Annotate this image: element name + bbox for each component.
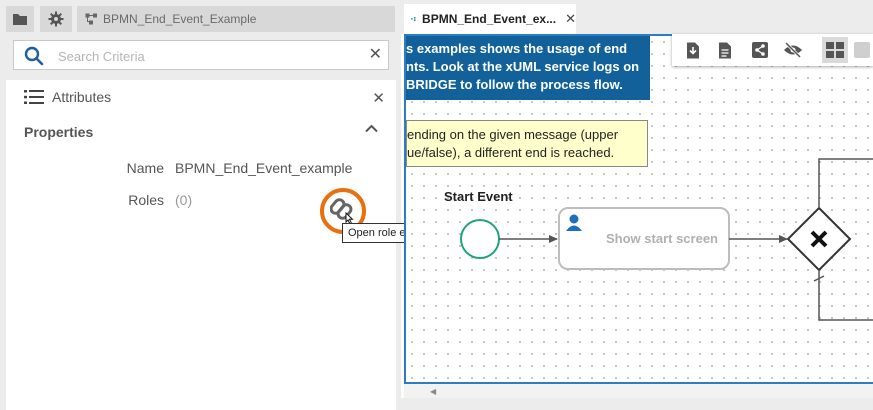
- tab-bpmn-end-event[interactable]: BPMN_End_Event_ex... ✕: [404, 4, 576, 34]
- note-yellow-line: ending on the given message (upper: [407, 127, 619, 142]
- search-input[interactable]: [58, 46, 358, 66]
- properties-section-title[interactable]: Properties: [24, 124, 94, 140]
- search-box: ✕: [13, 40, 389, 70]
- attributes-panel: Attributes ✕ Properties Name BPMN_End_Ev…: [6, 80, 396, 410]
- download-icon: [687, 42, 699, 58]
- roles-label: Roles: [128, 192, 164, 208]
- name-label: Name: [126, 160, 164, 176]
- folder-button[interactable]: [6, 6, 34, 32]
- gateway-x-icon: [810, 230, 828, 248]
- gear-icon: [48, 11, 64, 27]
- bottom-strip: [401, 398, 873, 410]
- close-tab-icon[interactable]: ✕: [565, 11, 576, 26]
- layout-icon: [826, 42, 844, 58]
- tab-label: BPMN_End_Event_ex...: [422, 12, 557, 26]
- note-yellow-line: ue/false), a different end is reached.: [407, 145, 615, 160]
- process-icon: [411, 17, 416, 21]
- left-panel: BPMN_End_Event_Example ✕ Attributes ✕ Pr…: [0, 0, 433, 410]
- hide-button[interactable]: [780, 37, 806, 63]
- default-flow-marker: [813, 275, 825, 282]
- horizontal-scrollbar[interactable]: ◀: [404, 384, 873, 398]
- attributes-title: Attributes: [52, 89, 112, 105]
- clear-search-icon[interactable]: ✕: [368, 46, 382, 63]
- project-breadcrumb[interactable]: BPMN_End_Event_Example: [77, 6, 395, 32]
- settings-button[interactable]: [40, 6, 72, 32]
- hide-icon: [784, 42, 802, 58]
- note-blue-line: nts. Look at the xUML service logs on: [406, 59, 640, 74]
- left-toolbar: BPMN_End_Event_Example: [0, 0, 401, 38]
- document-button[interactable]: [712, 37, 738, 63]
- close-attributes-icon[interactable]: ✕: [372, 90, 385, 107]
- more-icon: [854, 42, 870, 58]
- annotation-note-blue[interactable]: s examples shows the usage of end nts. L…: [406, 36, 650, 100]
- task-label: Show start screen: [606, 231, 718, 246]
- bpmn-diagram: [460, 158, 873, 321]
- editor-toolbar: [672, 34, 873, 66]
- roles-value: (0): [175, 192, 193, 208]
- share-icon: [752, 42, 768, 58]
- scroll-left-arrow-icon[interactable]: ◀: [430, 387, 437, 396]
- name-value: BPMN_End_Event_example: [175, 160, 353, 176]
- user-icon: [566, 214, 582, 231]
- start-event[interactable]: [460, 219, 500, 259]
- note-blue-line: s examples shows the usage of end: [406, 41, 628, 56]
- process-icon: [85, 13, 97, 25]
- attributes-header: Attributes: [24, 89, 111, 105]
- annotation-note-yellow[interactable]: ending on the given message (upper ue/fa…: [406, 120, 648, 167]
- share-button[interactable]: [747, 37, 773, 63]
- layout-button[interactable]: [822, 37, 848, 63]
- project-name: BPMN_End_Event_Example: [103, 12, 257, 26]
- start-event-label: Start Event: [444, 189, 513, 204]
- more-button[interactable]: [854, 37, 873, 63]
- sequence-flow[interactable]: [818, 270, 873, 321]
- list-icon: [24, 90, 44, 104]
- link-icon: [330, 198, 354, 225]
- folder-icon: [13, 14, 27, 25]
- download-button[interactable]: [680, 37, 706, 63]
- document-icon: [719, 42, 731, 58]
- diagram-canvas[interactable]: s examples shows the usage of end nts. L…: [404, 34, 873, 384]
- note-blue-line: BRIDGE to follow the process flow.: [406, 77, 623, 92]
- chevron-up-icon[interactable]: [365, 124, 378, 133]
- search-icon: [24, 46, 44, 66]
- editor-tab-bar: BPMN_End_Event_ex... ✕: [401, 0, 873, 34]
- sequence-flow[interactable]: [818, 158, 873, 208]
